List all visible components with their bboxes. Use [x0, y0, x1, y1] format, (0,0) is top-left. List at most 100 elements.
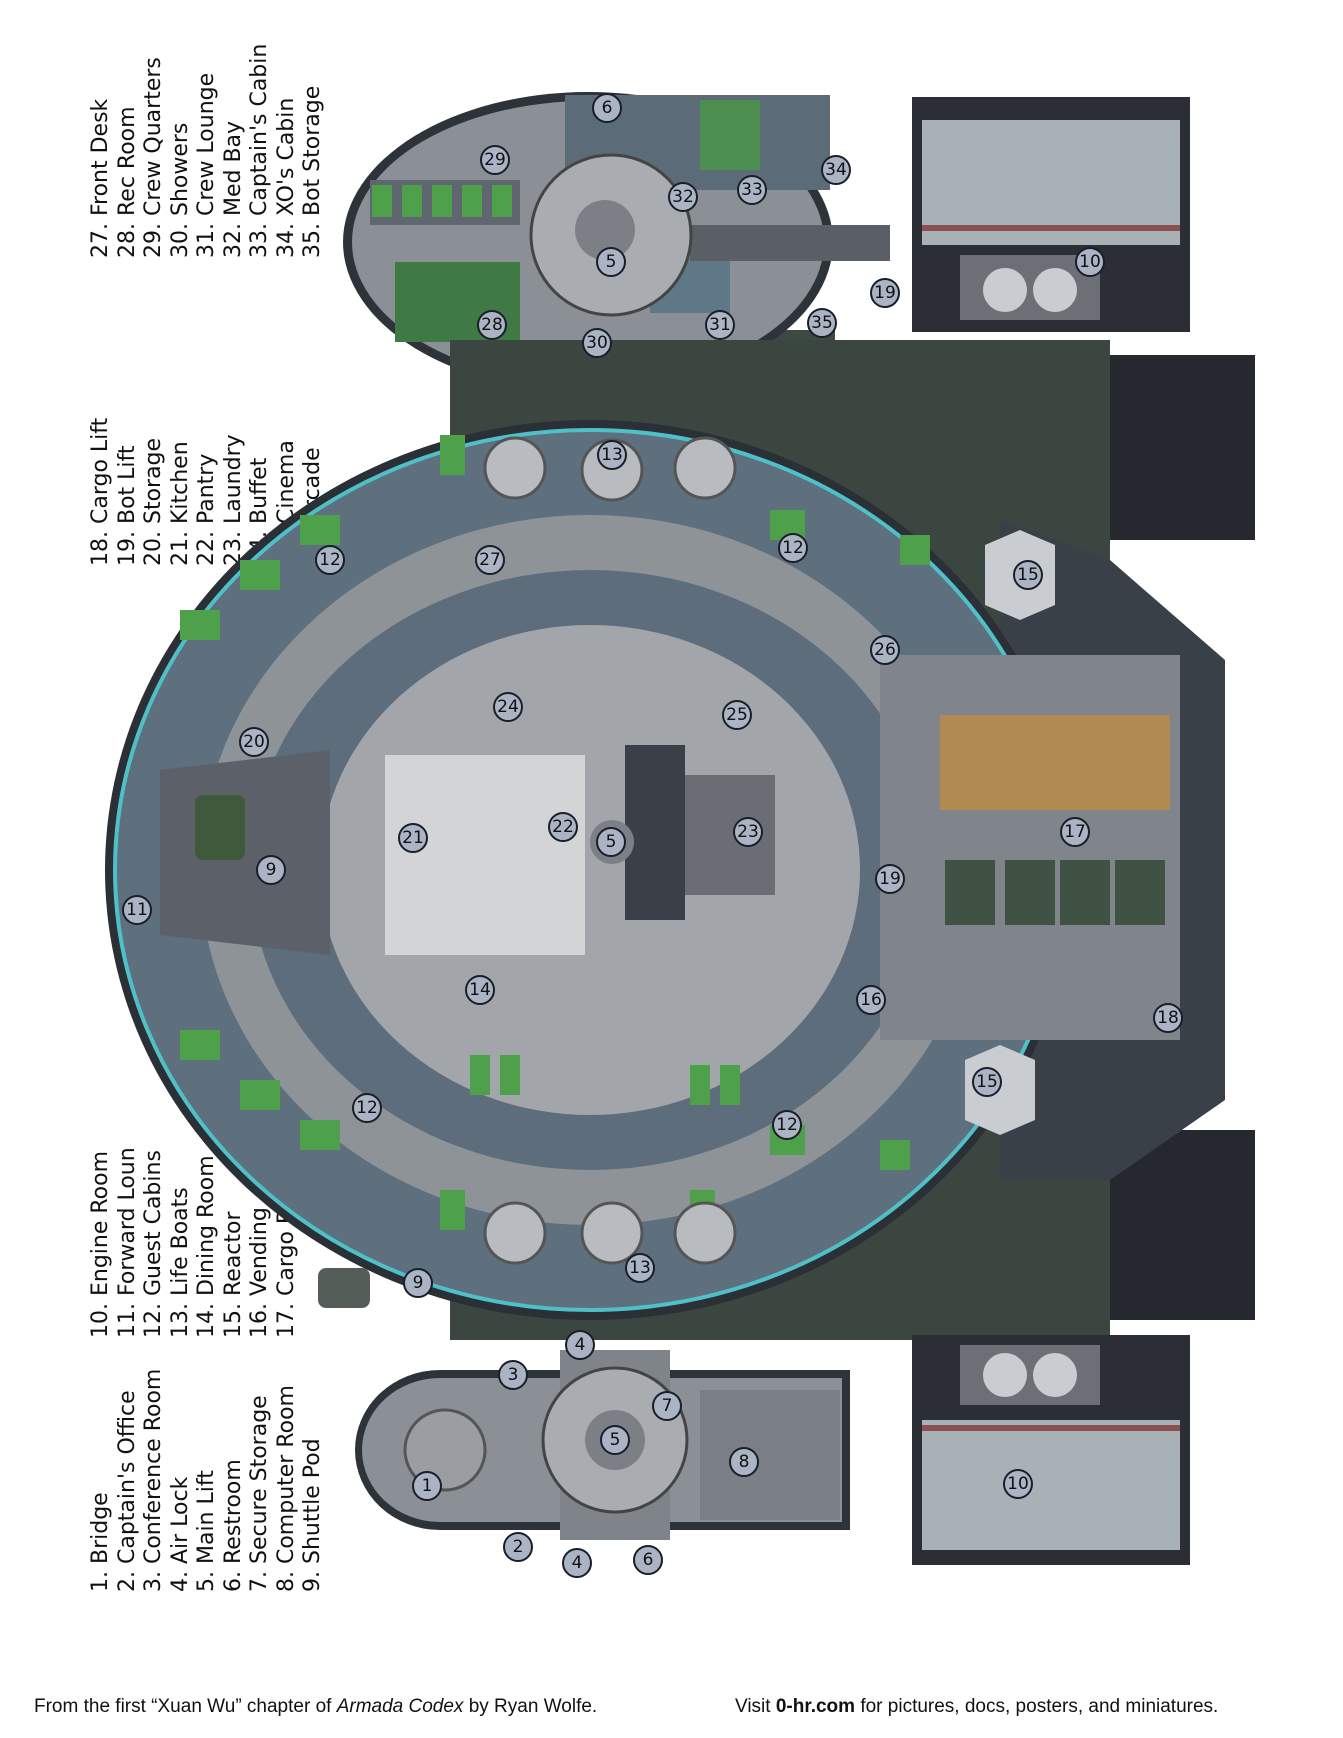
svg-text:25: 25 [726, 705, 748, 725]
room-marker: 22 [548, 812, 578, 842]
svg-text:32: 32 [672, 187, 694, 207]
room-marker: 34 [821, 155, 851, 185]
room-marker: 4 [562, 1548, 592, 1578]
room-marker: 9 [403, 1268, 433, 1298]
room-marker: 13 [597, 440, 627, 470]
room-marker: 6 [633, 1545, 663, 1575]
svg-text:2: 2 [513, 1537, 524, 1557]
svg-text:19: 19 [874, 283, 896, 303]
room-marker: 6 [592, 93, 622, 123]
svg-text:34: 34 [825, 160, 847, 180]
svg-text:29: 29 [484, 150, 506, 170]
lower-engine-room [912, 1335, 1190, 1565]
room-marker: 23 [733, 817, 763, 847]
room-marker: 7 [652, 1391, 682, 1421]
svg-text:6: 6 [643, 1550, 654, 1570]
room-marker: 12 [352, 1093, 382, 1123]
svg-text:23: 23 [737, 822, 759, 842]
svg-text:13: 13 [601, 445, 623, 465]
room-marker: 21 [398, 823, 428, 853]
room-marker: 20 [239, 727, 269, 757]
svg-text:20: 20 [243, 732, 265, 752]
room-marker: 25 [722, 700, 752, 730]
room-marker: 12 [315, 545, 345, 575]
room-marker: 16 [856, 985, 886, 1015]
room-marker: 17 [1060, 817, 1090, 847]
svg-text:12: 12 [319, 550, 341, 570]
room-marker: 11 [122, 895, 152, 925]
room-marker: 14 [465, 975, 495, 1005]
svg-text:5: 5 [606, 252, 617, 272]
room-marker: 27 [475, 545, 505, 575]
room-marker: 10 [1075, 247, 1105, 277]
room-marker: 18 [1153, 1003, 1183, 1033]
lower-bridge-deck [355, 1350, 850, 1540]
room-marker: 5 [600, 1425, 630, 1455]
room-marker: 9 [256, 855, 286, 885]
svg-text:30: 30 [586, 333, 608, 353]
room-marker: 19 [870, 278, 900, 308]
svg-text:10: 10 [1007, 1474, 1029, 1494]
svg-text:21: 21 [402, 828, 424, 848]
svg-text:19: 19 [879, 869, 901, 889]
svg-text:3: 3 [508, 1365, 519, 1385]
svg-text:26: 26 [874, 640, 896, 660]
svg-text:5: 5 [606, 832, 617, 852]
room-marker: 33 [737, 175, 767, 205]
room-marker: 3 [498, 1360, 528, 1390]
svg-text:12: 12 [356, 1098, 378, 1118]
room-marker: 4 [565, 1330, 595, 1360]
svg-text:8: 8 [739, 1452, 750, 1472]
room-marker: 31 [705, 310, 735, 340]
svg-text:14: 14 [469, 980, 491, 1000]
upper-engine-room [912, 97, 1190, 332]
room-marker: 12 [778, 533, 808, 563]
room-marker: 26 [870, 635, 900, 665]
svg-text:10: 10 [1079, 252, 1101, 272]
room-marker: 10 [1003, 1469, 1033, 1499]
room-marker: 35 [807, 308, 837, 338]
svg-text:6: 6 [602, 98, 613, 118]
svg-text:15: 15 [976, 1072, 998, 1092]
room-marker: 32 [668, 182, 698, 212]
room-marker: 5 [596, 827, 626, 857]
svg-text:9: 9 [413, 1273, 424, 1293]
svg-text:27: 27 [479, 550, 501, 570]
main-deck [105, 340, 1255, 1340]
room-marker: 24 [493, 692, 523, 722]
svg-text:12: 12 [776, 1115, 798, 1135]
room-marker: 2 [503, 1532, 533, 1562]
credit-author: by Ryan Wolfe. [463, 1696, 598, 1717]
room-marker: 19 [875, 864, 905, 894]
room-marker: 12 [772, 1110, 802, 1140]
svg-text:1: 1 [422, 1476, 433, 1496]
svg-text:13: 13 [629, 1258, 651, 1278]
visit-label: Visit [735, 1696, 776, 1717]
room-marker: 13 [625, 1253, 655, 1283]
svg-text:31: 31 [709, 315, 731, 335]
svg-text:28: 28 [481, 315, 503, 335]
credit-prefix: From the first “Xuan Wu” chapter of [34, 1696, 337, 1717]
svg-text:16: 16 [860, 990, 882, 1010]
svg-text:9: 9 [266, 860, 277, 880]
room-marker: 5 [596, 247, 626, 277]
svg-text:15: 15 [1017, 565, 1039, 585]
svg-text:4: 4 [572, 1553, 583, 1573]
svg-text:18: 18 [1157, 1008, 1179, 1028]
site-link[interactable]: 0-hr.com [775, 1696, 856, 1717]
svg-text:5: 5 [610, 1430, 621, 1450]
shuttle-pod [318, 1268, 370, 1308]
book-title: Armada Codex [336, 1696, 464, 1717]
room-marker: 30 [582, 328, 612, 358]
room-marker: 1 [412, 1471, 442, 1501]
visit-suffix: for pictures, docs, posters, and miniatu… [855, 1696, 1219, 1717]
room-marker: 15 [972, 1067, 1002, 1097]
svg-text:17: 17 [1064, 822, 1086, 842]
room-marker: 8 [729, 1447, 759, 1477]
room-markers: 6 29 32 33 34 5 19 10 35 31 30 28 13 12 … [122, 93, 1183, 1578]
svg-text:24: 24 [497, 697, 519, 717]
svg-text:33: 33 [741, 180, 763, 200]
svg-text:7: 7 [662, 1396, 673, 1416]
svg-text:35: 35 [811, 313, 833, 333]
